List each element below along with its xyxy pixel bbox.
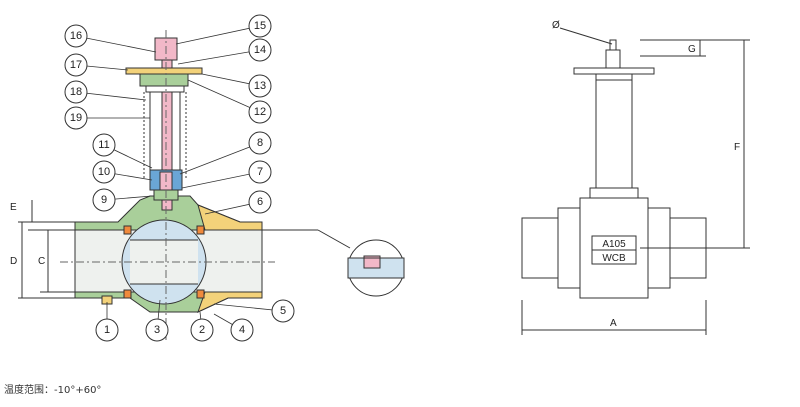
dim-label-g: G (688, 44, 696, 55)
callout-circle (64, 53, 88, 77)
callout-number: 7 (257, 166, 263, 178)
seat (123, 225, 132, 235)
callout-leader (177, 49, 261, 65)
dim-label-d: D (10, 256, 17, 267)
dim-label-f: F (734, 142, 740, 153)
callout-circle (248, 74, 272, 98)
top-flange (125, 67, 203, 75)
callout-number: 18 (70, 86, 82, 98)
callout-circle (64, 80, 88, 104)
callout-leader (75, 35, 157, 53)
callout-circle (248, 190, 272, 214)
callout-number: 1 (104, 324, 110, 336)
callout-circle (145, 318, 169, 342)
callout-leader (213, 303, 284, 312)
callout-number: 9 (101, 194, 107, 206)
dim-label-e: E (10, 202, 17, 213)
callout-circle (190, 318, 214, 342)
callout-number: 19 (70, 112, 82, 124)
callout-circle (95, 318, 119, 342)
callout-circle (92, 160, 116, 184)
dim-label-phi: Ø (552, 20, 560, 31)
callout-number: 2 (199, 324, 205, 336)
callout-circle (271, 299, 295, 323)
callout-number: 8 (257, 137, 263, 149)
callout-number: 5 (280, 305, 286, 317)
callout-number: 11 (98, 139, 109, 151)
callout-circle (230, 318, 254, 342)
callout-number: 14 (254, 44, 266, 56)
callout-circle (248, 100, 272, 124)
callout-circle (248, 38, 272, 62)
callout-circle (248, 160, 272, 184)
callout-number: 12 (254, 106, 266, 118)
callout-leader (75, 91, 147, 101)
callout-leader (187, 79, 261, 113)
callout-circle (92, 133, 116, 157)
sectional-view (18, 30, 405, 340)
outline-view (521, 27, 750, 335)
callout-leader (179, 142, 261, 175)
callout-number: 4 (239, 324, 245, 336)
callout-number: 16 (70, 30, 82, 42)
callout-number: 13 (254, 80, 266, 92)
callout-leader (181, 171, 261, 189)
callout-leader (175, 25, 261, 45)
callout-circle (92, 188, 116, 212)
dim-label-c: C (38, 256, 45, 267)
nameplate-line2: WCB (602, 253, 626, 264)
callout-circle (248, 131, 272, 155)
callout-number: 6 (257, 196, 263, 208)
temperature-range-note: 温度范围：-10°+60° (4, 385, 102, 396)
nameplate-line1: A105 (602, 239, 626, 250)
dim-label-a: A (610, 318, 617, 329)
callout-number: 17 (70, 59, 82, 71)
callout-number: 3 (154, 324, 160, 336)
callout-circle (64, 24, 88, 48)
callout-number: 15 (254, 20, 266, 32)
callout-number: 10 (98, 166, 110, 178)
callout-circle (64, 106, 88, 130)
callout-circle (248, 14, 272, 38)
